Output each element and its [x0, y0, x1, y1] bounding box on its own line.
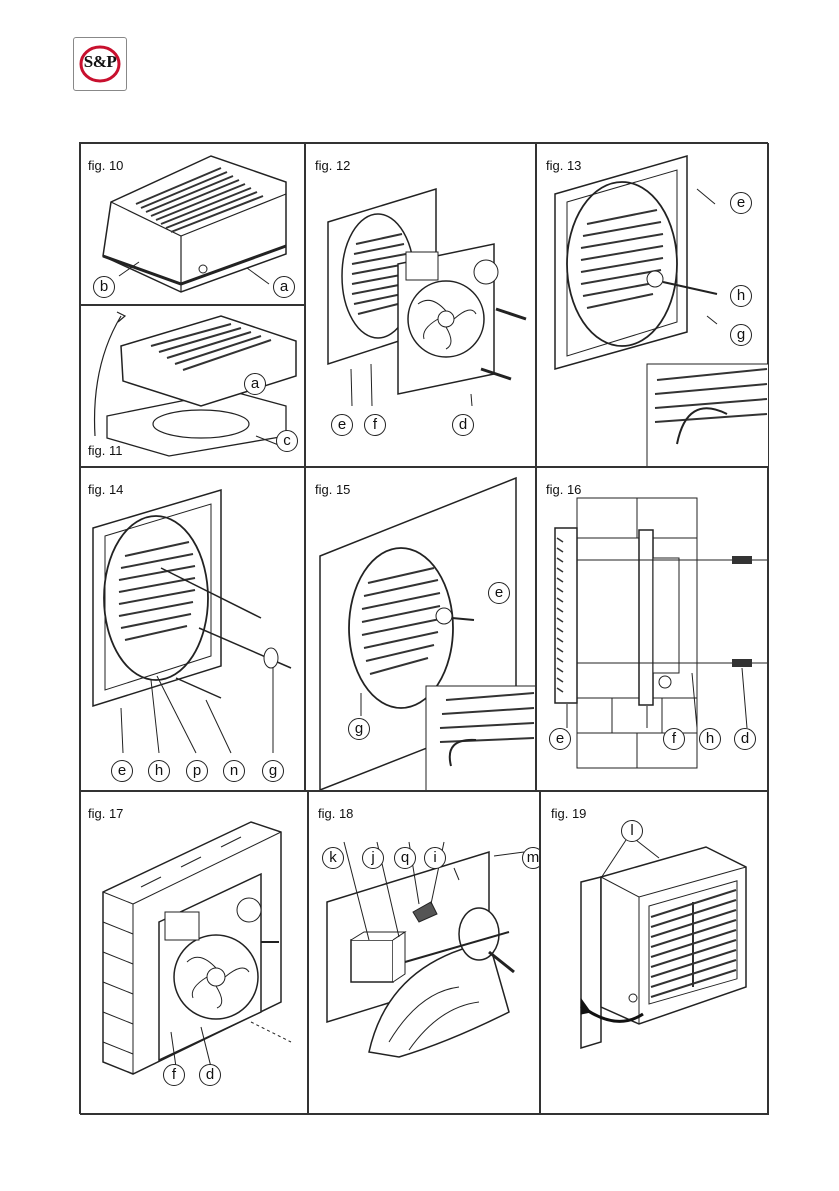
panel-fig13: fig. 13 e h g	[536, 143, 769, 467]
fig15-callout-g: g	[348, 718, 370, 740]
fig14-callout-p: p	[186, 760, 208, 782]
fig12-callout-d: d	[452, 414, 474, 436]
fig17-callout-f: f	[163, 1064, 185, 1086]
fig15-label: fig. 15	[315, 482, 350, 497]
fig18-callout-k: k	[322, 847, 344, 869]
panel-fig10: fig. 10 b a	[80, 143, 305, 305]
grille-on-wall-illustration	[306, 468, 536, 791]
fig16-callout-h: h	[699, 728, 721, 750]
sp-logo: S&P	[73, 37, 127, 91]
fan-closing-illustration	[541, 792, 769, 1115]
fig17-callout-d: d	[199, 1064, 221, 1086]
fig14-callout-g: g	[262, 760, 284, 782]
fig13-callout-e: e	[730, 192, 752, 214]
panel-fig15: fig. 15 e g	[305, 467, 536, 791]
fig13-callout-g: g	[730, 324, 752, 346]
figure-sheet: fig. 10 b a a c fig. 11	[79, 142, 768, 1114]
fig18-callout-q: q	[394, 847, 416, 869]
fig16-callout-e: e	[549, 728, 571, 750]
fig10-label: fig. 10	[88, 158, 123, 173]
fig18-callout-i: i	[424, 847, 446, 869]
grille-clip-illustration	[537, 144, 769, 467]
fig11-callout-a: a	[244, 373, 266, 395]
fig18-callout-m: m	[522, 847, 540, 869]
fig19-callout-l: l	[621, 820, 643, 842]
fig17-label: fig. 17	[88, 806, 123, 821]
fig16-callout-f: f	[663, 728, 685, 750]
panel-fig17: fig. 17 f d	[80, 791, 308, 1115]
fig14-callout-e: e	[111, 760, 133, 782]
fig14-callout-n: n	[223, 760, 245, 782]
fig12-callout-f: f	[364, 414, 386, 436]
fig13-callout-h: h	[730, 285, 752, 307]
fig19-label: fig. 19	[551, 806, 586, 821]
panel-fig16: fig. 16 e f h d	[536, 467, 769, 791]
fig15-callout-e: e	[488, 582, 510, 604]
fig10-callout-b: b	[93, 276, 115, 298]
panel-fig18: fig. 18 k j q i m	[308, 791, 540, 1115]
fig14-label: fig. 14	[88, 482, 123, 497]
fig10-callout-a: a	[273, 276, 295, 298]
panel-fig14: fig. 14 e h p n g	[80, 467, 305, 791]
fig12-label: fig. 12	[315, 158, 350, 173]
fig14-callout-h: h	[148, 760, 170, 782]
fan-electronics-illustration	[309, 792, 540, 1115]
fig18-callout-j: j	[362, 847, 384, 869]
panel-fig11: a c fig. 11	[80, 305, 305, 467]
wall-mounted-fan-illustration	[81, 792, 308, 1115]
logo-text: S&P	[74, 52, 126, 72]
fig16-callout-d: d	[734, 728, 756, 750]
clip-assembly-illustration	[81, 468, 305, 791]
fig11-label: fig. 11	[88, 443, 122, 458]
fig16-label: fig. 16	[546, 482, 581, 497]
fig18-label: fig. 18	[318, 806, 353, 821]
fig13-label: fig. 13	[546, 158, 581, 173]
fig12-callout-e: e	[331, 414, 353, 436]
panel-fig12: fig. 12 e f d	[305, 143, 536, 467]
panel-fig19: fig. 19 l	[540, 791, 769, 1115]
fig11-callout-c: c	[276, 430, 298, 452]
